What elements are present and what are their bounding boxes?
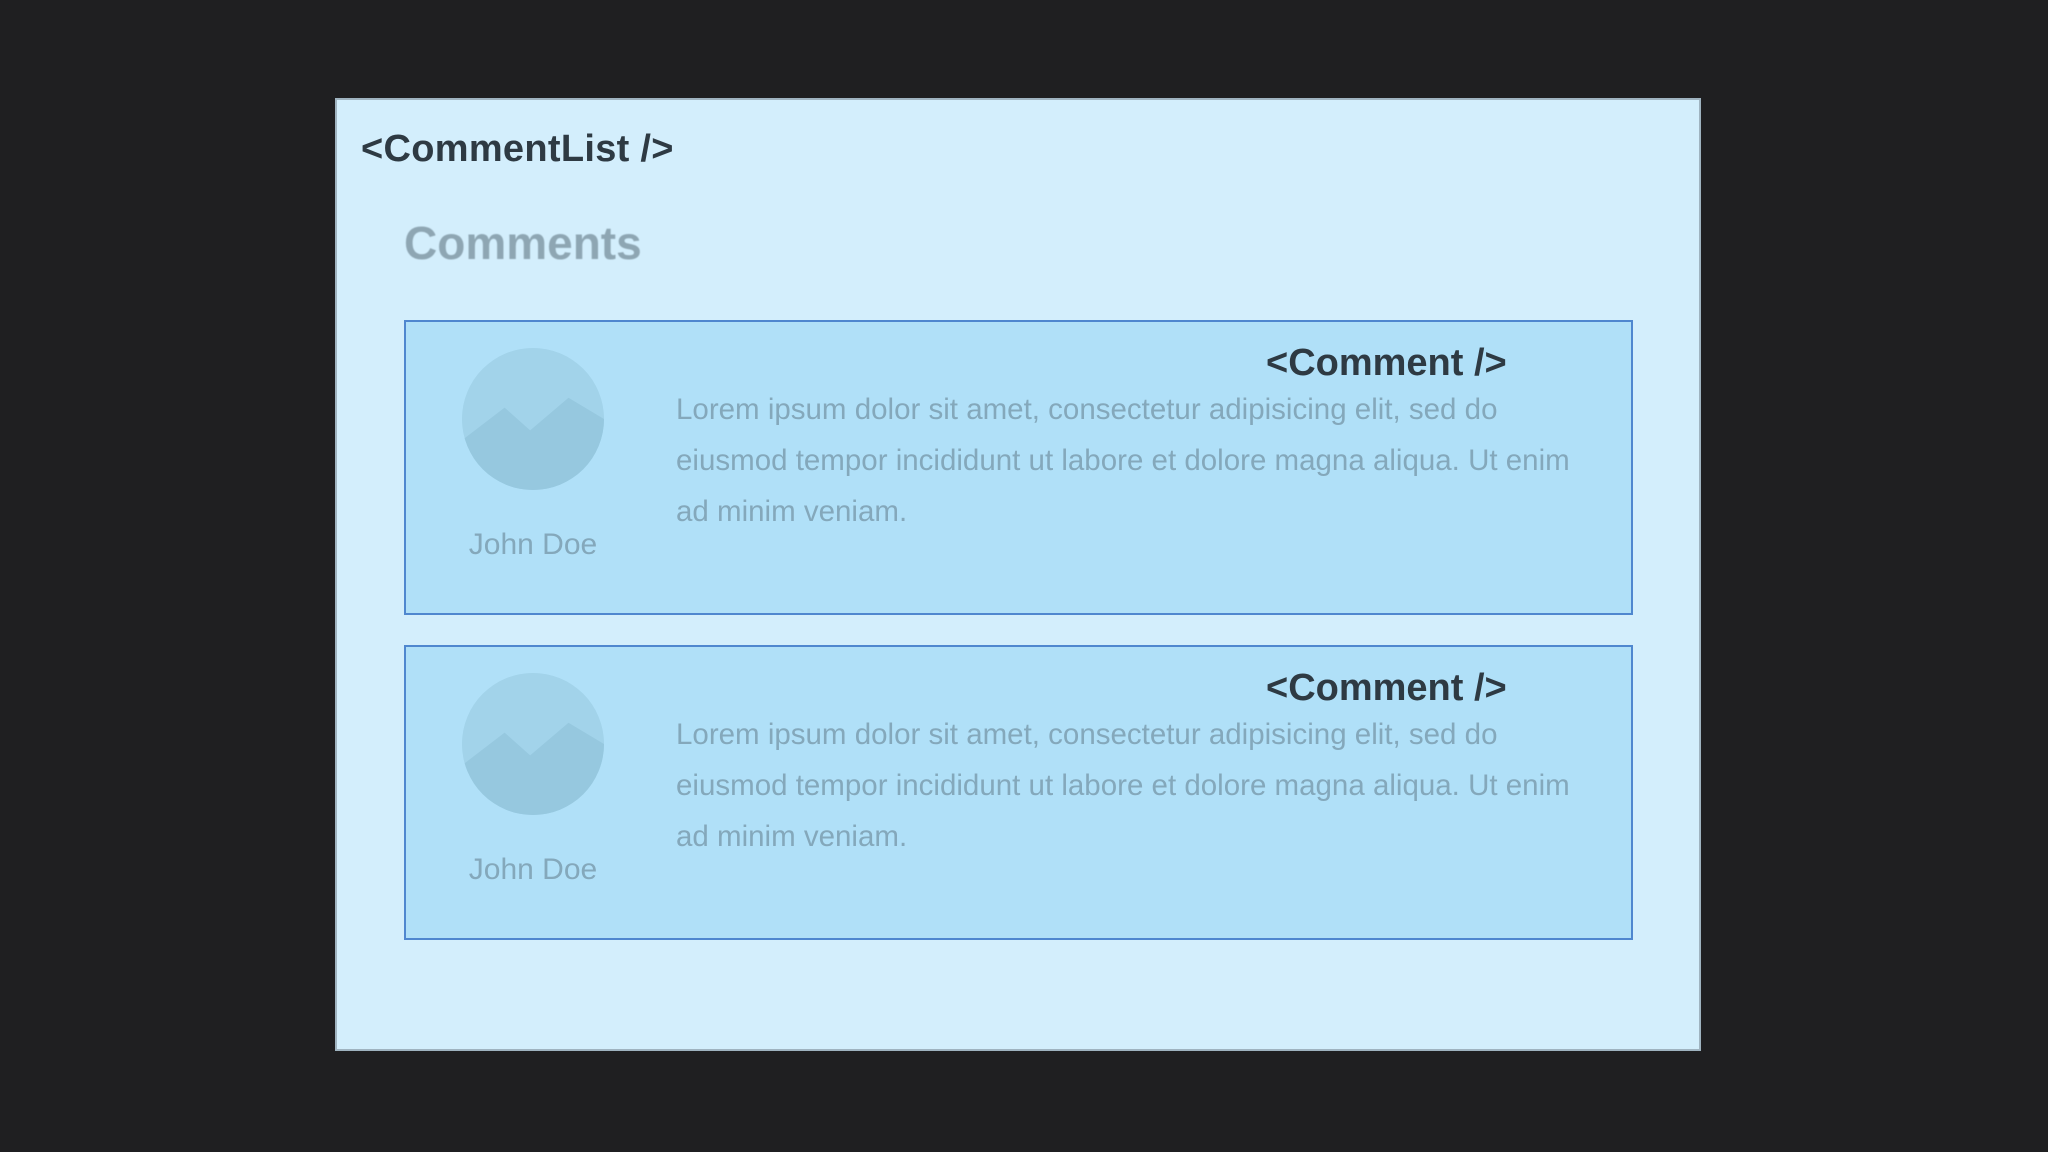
comment-text: Lorem ipsum dolor sit amet, consectetur … bbox=[676, 393, 1570, 528]
comment-list-component: <CommentList /> Comments <Comment /> Joh… bbox=[335, 98, 1701, 1051]
comment-author: John Doe bbox=[468, 853, 598, 886]
comment-list-tag-label: <CommentList /> bbox=[361, 128, 674, 170]
comment-component: <Comment /> John Doe Lorem ipsum dolor s… bbox=[404, 320, 1633, 615]
comment-text: Lorem ipsum dolor sit amet, consectetur … bbox=[676, 718, 1570, 853]
image-placeholder-icon bbox=[462, 348, 604, 490]
comments-heading: Comments bbox=[404, 217, 642, 269]
comment-tag-label: <Comment /> bbox=[1266, 667, 1507, 709]
image-placeholder-icon bbox=[462, 673, 604, 815]
comment-component: <Comment /> John Doe Lorem ipsum dolor s… bbox=[404, 645, 1633, 940]
comment-author: John Doe bbox=[468, 528, 598, 561]
comment-tag-label: <Comment /> bbox=[1266, 342, 1507, 384]
